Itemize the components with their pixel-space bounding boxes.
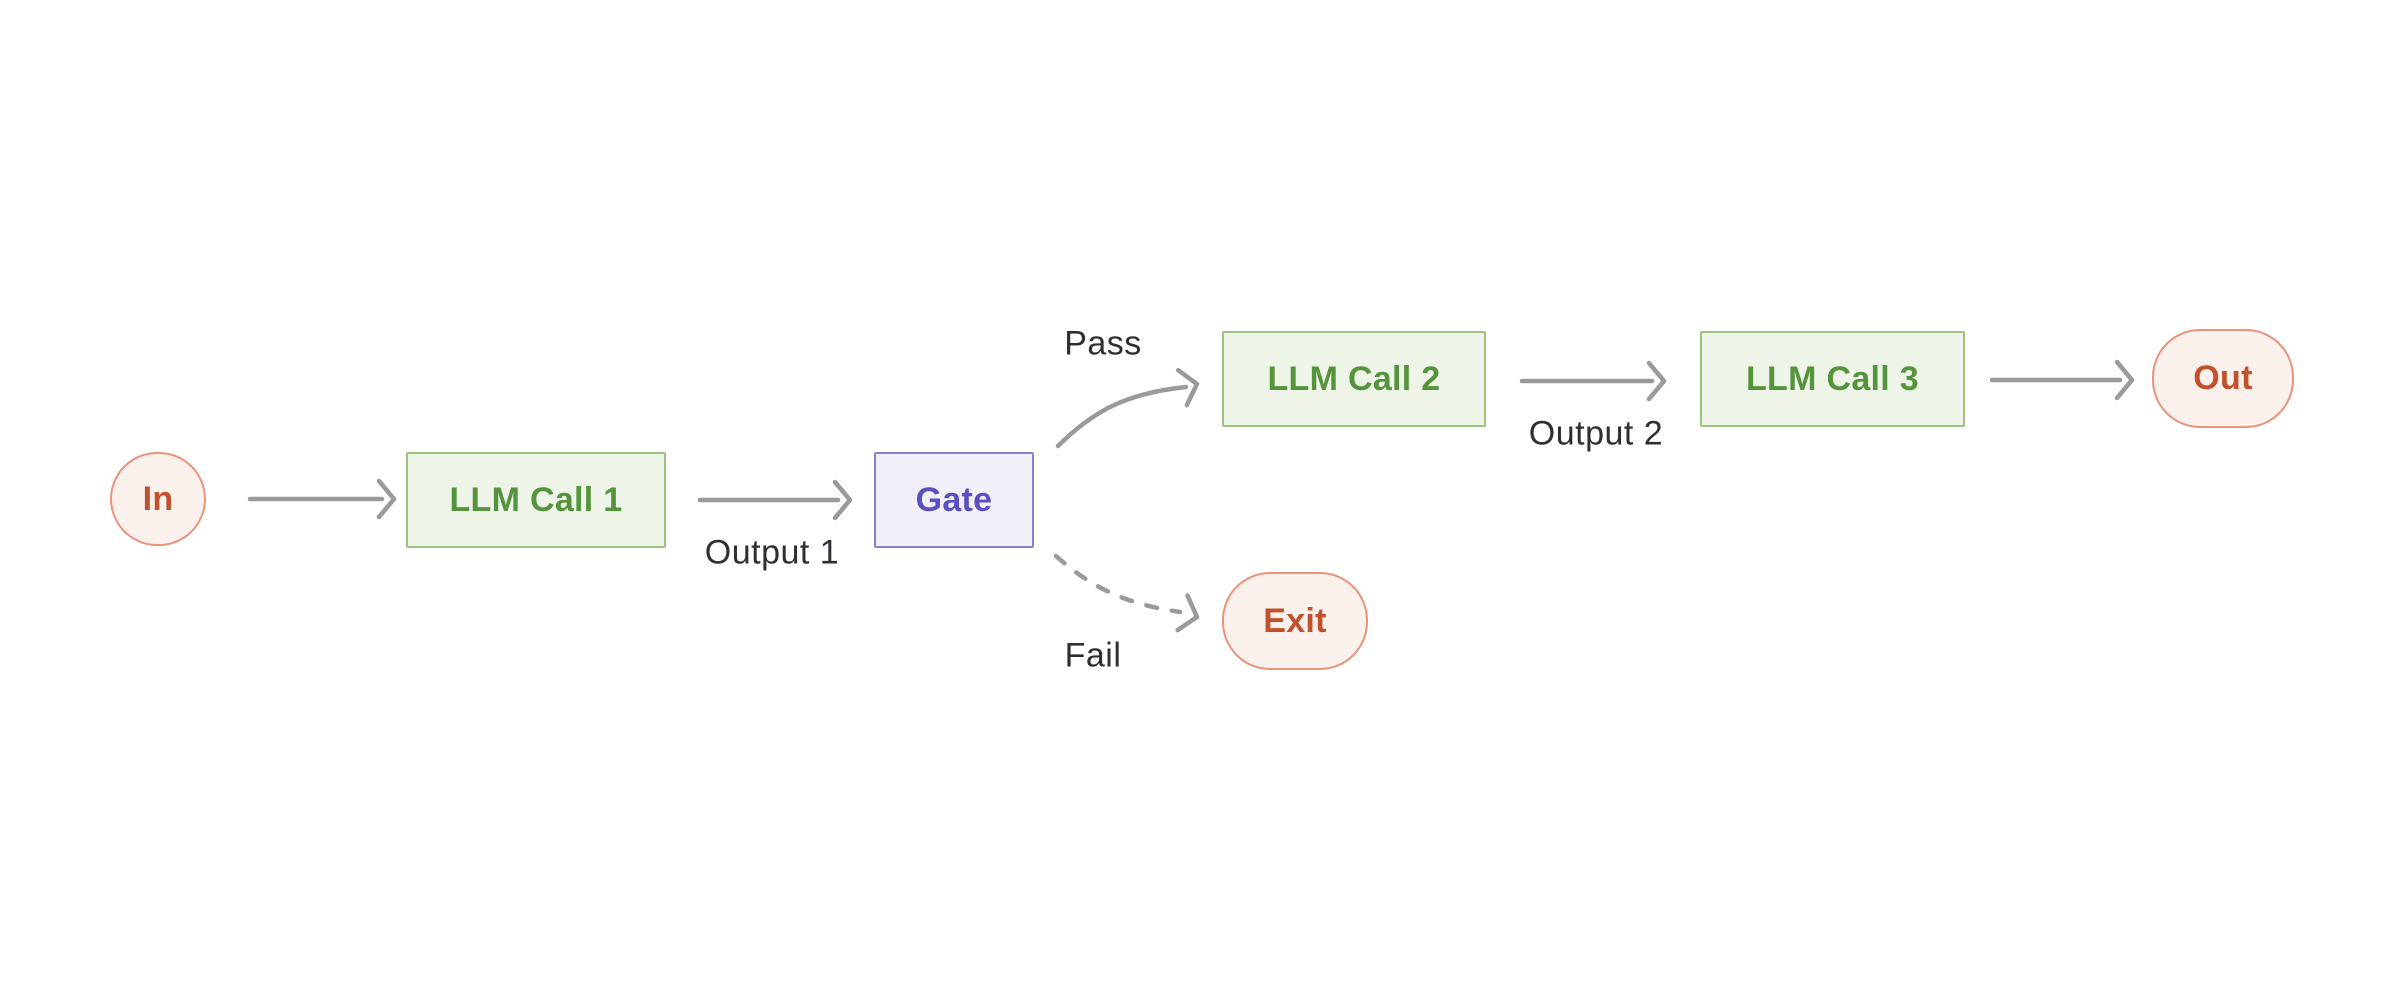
node-gate-label: Gate [915,480,993,519]
node-in: In [110,452,206,546]
node-llm-call-2-label: LLM Call 2 [1267,359,1441,398]
edge-label-pass: Pass [1064,324,1142,363]
edge-label-fail: Fail [1064,636,1122,675]
node-llm-call-2: LLM Call 2 [1222,331,1486,427]
node-llm-call-3: LLM Call 3 [1700,331,1965,427]
node-exit-label: Exit [1263,601,1327,640]
arrowhead-icon [1178,596,1202,635]
edge-gate-to-exit-fail [1053,553,1183,615]
edge-label-output-1: Output 1 [704,533,840,572]
node-gate: Gate [874,452,1034,548]
edge-gate-to-llm2-pass [1055,384,1189,449]
node-out-label: Out [2193,359,2253,397]
node-llm-call-3-label: LLM Call 3 [1745,359,1920,398]
node-in-label: In [142,479,174,518]
node-out: Out [2152,329,2294,428]
node-llm-call-1: LLM Call 1 [406,452,666,548]
node-exit: Exit [1222,572,1368,670]
edge-label-output-2: Output 2 [1528,414,1664,453]
node-llm-call-1-label: LLM Call 1 [449,480,623,519]
